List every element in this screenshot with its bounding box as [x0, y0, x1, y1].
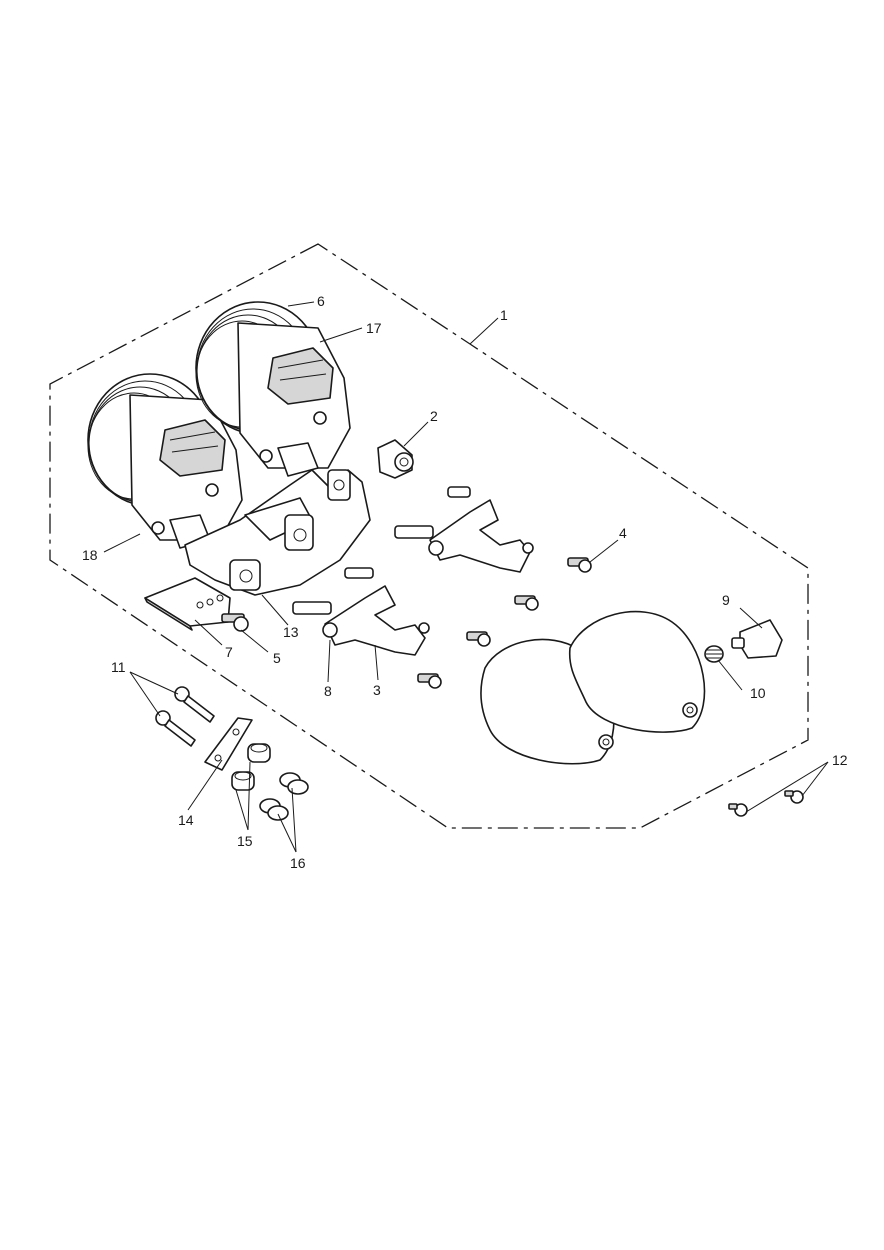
leader-lines [103, 301, 829, 853]
callout-2: 2 [430, 408, 438, 424]
callout-10: 10 [750, 685, 766, 701]
bolts [155, 686, 215, 747]
callout-16: 16 [290, 855, 306, 871]
mounting-bracket-plate [184, 469, 371, 596]
callout-12: 12 [832, 752, 848, 768]
callout-17: 17 [366, 320, 382, 336]
rubber-grommet [377, 439, 414, 479]
callout-3: 3 [373, 682, 381, 698]
callout-1: 1 [500, 307, 508, 323]
callout-14: 14 [178, 812, 194, 828]
callout-18: 18 [82, 547, 98, 563]
left-instrument-housing [87, 373, 243, 549]
callout-6: 6 [317, 293, 325, 309]
spacers [231, 743, 271, 791]
callout-8: 8 [324, 683, 332, 699]
callout-labels: 1 2 3 4 5 6 7 8 9 10 11 12 13 14 15 16 1… [82, 293, 848, 871]
lower-plate [144, 577, 231, 631]
screws [221, 557, 592, 689]
callout-13: 13 [283, 624, 299, 640]
callout-9: 9 [722, 592, 730, 608]
callout-7: 7 [225, 644, 233, 660]
callout-4: 4 [619, 525, 627, 541]
bulb-holder [731, 619, 783, 659]
upper-bracket-arm [394, 486, 534, 573]
callout-11: 11 [111, 659, 126, 675]
rubber-washers [259, 772, 309, 821]
right-lens [568, 610, 706, 733]
right-instrument-housing [195, 301, 351, 477]
washer-plate [204, 717, 253, 771]
callout-5: 5 [273, 650, 281, 666]
lower-bracket-arm [292, 567, 430, 656]
small-screws [728, 790, 804, 817]
spring [704, 645, 724, 663]
assembly-boundary [49, 243, 809, 829]
callout-15: 15 [237, 833, 253, 849]
